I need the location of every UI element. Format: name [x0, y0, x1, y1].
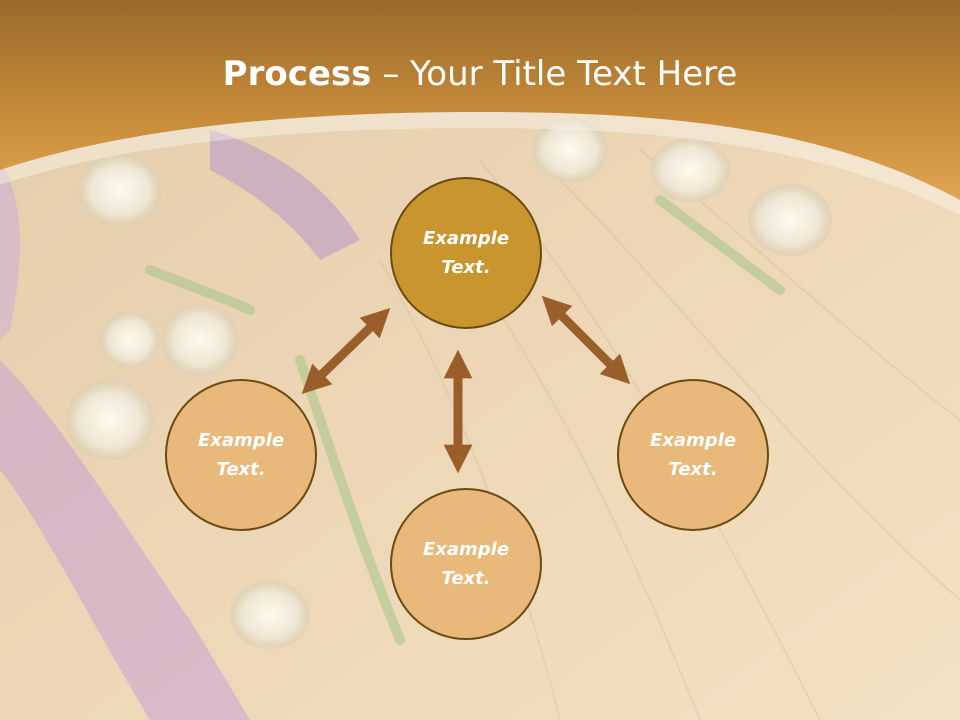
- node-right-label: Example Text.: [649, 430, 737, 480]
- node-bottom: Example Text.: [390, 488, 542, 640]
- title-bold-part: Process: [222, 54, 372, 94]
- title-rest: Your Title Text Here: [410, 54, 738, 94]
- slide-title: Process – Your Title Text Here: [0, 52, 960, 96]
- node-left: Example Text.: [165, 379, 317, 531]
- node-left-label: Example Text.: [197, 430, 285, 480]
- node-top: Example Text.: [390, 177, 542, 329]
- title-dash: –: [371, 54, 411, 94]
- node-right: Example Text.: [617, 379, 769, 531]
- node-bottom-label: Example Text.: [422, 539, 510, 589]
- node-top-label: Example Text.: [422, 228, 510, 278]
